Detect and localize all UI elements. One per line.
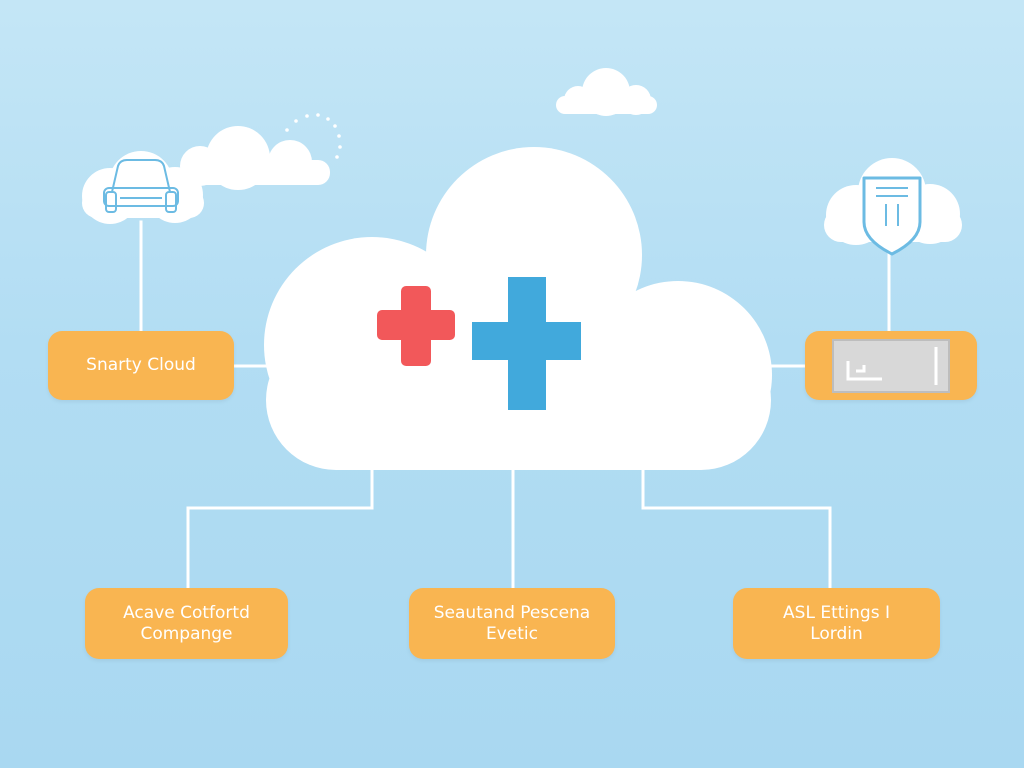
loading-spinner-icon bbox=[285, 113, 342, 159]
red-cross bbox=[377, 286, 455, 366]
node-bottom-left[interactable]: Acave Cotfortd Compange bbox=[85, 588, 288, 659]
node-bottom-left-line1: Acave Cotfortd bbox=[123, 602, 250, 623]
node-bottom-center[interactable]: Seautand Pescena Evetic bbox=[409, 588, 615, 659]
node-device[interactable] bbox=[805, 331, 977, 400]
car-icon bbox=[103, 159, 179, 213]
connector-hub-to-left bbox=[186, 466, 374, 590]
node-bottom-right-line1: ASL Ettings I bbox=[783, 602, 890, 623]
node-bottom-center-line2: Evetic bbox=[486, 623, 538, 644]
shield-satellite bbox=[824, 158, 962, 256]
node-bottom-right-line2: Lordin bbox=[810, 623, 863, 644]
node-bottom-left-line2: Compange bbox=[140, 623, 233, 644]
node-bottom-center-line1: Seautand Pescena bbox=[433, 602, 591, 623]
cloud-icon bbox=[556, 68, 657, 116]
connector-lines bbox=[139, 220, 891, 590]
connector-hub-to-right bbox=[641, 466, 832, 590]
shield-icon bbox=[862, 176, 922, 256]
car-satellite bbox=[82, 151, 204, 224]
medical-cross-icon bbox=[377, 277, 581, 410]
node-smarty-cloud-label: Snarty Cloud bbox=[86, 355, 196, 375]
node-smarty-cloud[interactable]: Snarty Cloud bbox=[48, 331, 234, 400]
cloud-icon bbox=[180, 126, 330, 190]
blue-cross bbox=[472, 277, 581, 410]
device-screen-icon bbox=[832, 339, 950, 393]
node-bottom-right[interactable]: ASL Ettings I Lordin bbox=[733, 588, 940, 659]
